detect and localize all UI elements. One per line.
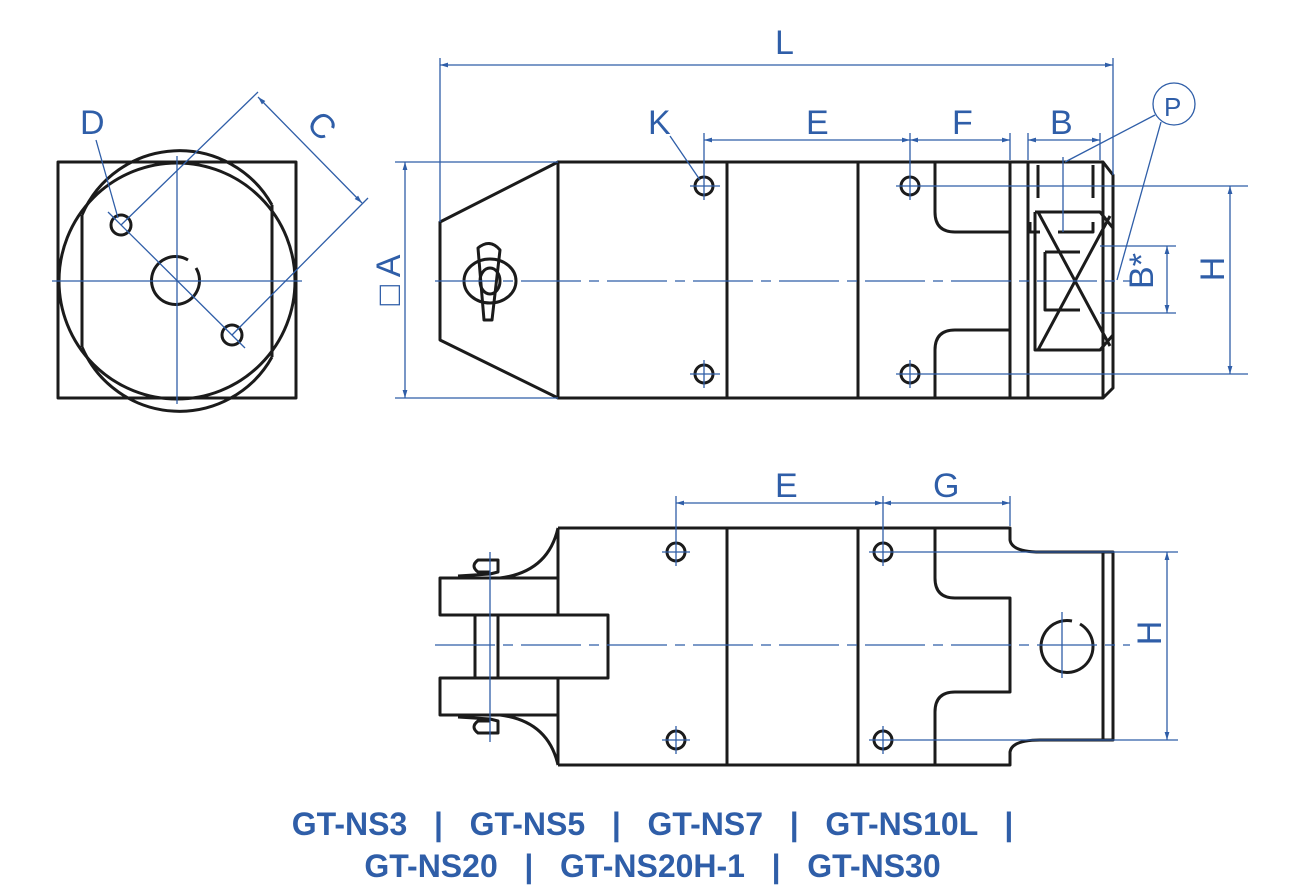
label-B: B [1050,104,1073,142]
mounting-hole [220,323,244,347]
top-view [395,58,1248,400]
label-E: E [806,104,829,142]
label-H: H [1194,257,1232,282]
end-view [52,91,369,413]
cross-bore [1039,619,1095,674]
label-C: C [299,104,343,148]
label-E-side: E [775,467,798,505]
center-bore [150,255,201,306]
label-F: F [952,104,973,142]
label-P: P [1164,92,1181,122]
model-list-line-1: GT-NS3 | GT-NS5 | GT-NS7 | GT-NS10L | [291,806,1014,842]
label-K: K [648,104,671,142]
balloon-P [1152,82,1196,126]
pin-clip-icon [457,558,500,578]
label-G: G [933,467,959,505]
side-view [435,496,1178,767]
label-B-star: B* [1123,253,1161,289]
label-D: D [80,104,105,142]
model-list-line-2: GT-NS20 | GT-NS20H-1 | GT-NS30 [364,848,941,884]
label-A: □ A [370,254,408,305]
label-H-side: H [1131,621,1169,646]
pin-clip-icon [457,715,500,735]
label-L: L [775,24,794,62]
wing-nut-icon [462,242,518,322]
mounting-hole [109,213,133,237]
